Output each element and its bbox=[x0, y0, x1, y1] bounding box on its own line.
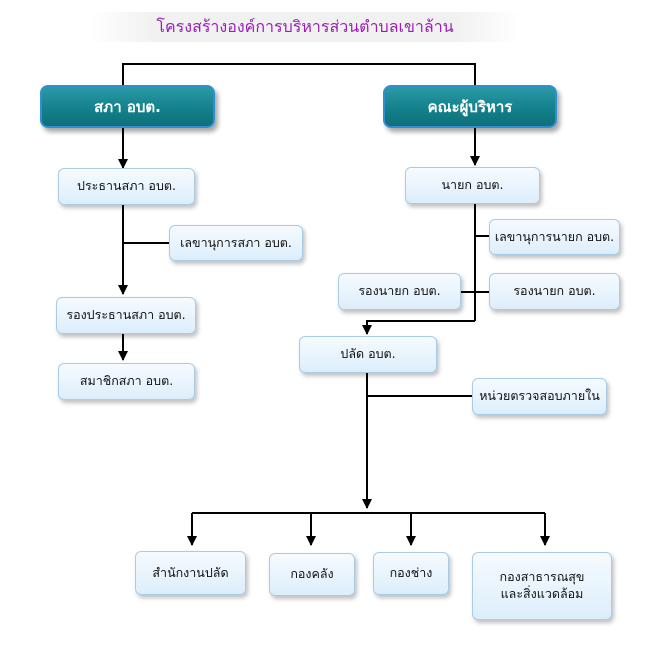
department-box-public-health: กองสาธารณสุข และสิ่งแวดล้อม bbox=[472, 552, 612, 620]
chart-title: โครงสร้างองค์การบริหารส่วนตำบลเขาล้าน bbox=[90, 12, 520, 42]
department-box-office: สำนักงานปลัด bbox=[135, 551, 246, 595]
department-box-engineering: กองช่าง bbox=[373, 552, 449, 595]
mayor-box: นายก อบต. bbox=[405, 167, 540, 204]
council-chair-box: ประธานสภา อบต. bbox=[58, 168, 195, 205]
department-box-finance: กองคลัง bbox=[269, 553, 355, 596]
department-label-line-1: กองสาธารณสุข bbox=[499, 569, 585, 585]
top-bracket-line bbox=[122, 63, 476, 85]
clerk-box: ปลัด อบต. bbox=[299, 336, 437, 373]
mayor-secretary-box: เลขานุการนายก อบต. bbox=[489, 219, 620, 255]
internal-audit-box: หน่วยตรวจสอบภายใน bbox=[472, 378, 607, 415]
mayor-to-clerk-arrow bbox=[362, 320, 475, 335]
council-member-box: สมาชิกสภา อบต. bbox=[58, 363, 195, 400]
council-vice-chair-box: รองประธานสภา อบต. bbox=[56, 297, 196, 334]
deputy-mayor-box-1: รองนายก อบต. bbox=[338, 273, 461, 310]
council-secretary-box: เลขานุการสภา อบต. bbox=[169, 225, 303, 261]
council-head-box: สภา อบต. bbox=[40, 85, 215, 128]
deputy-mayor-box-2: รองนายก อบต. bbox=[489, 273, 620, 310]
executive-head-box: คณะผู้บริหาร bbox=[383, 85, 557, 128]
department-label-line-2: และสิ่งแวดล้อม bbox=[500, 586, 584, 601]
